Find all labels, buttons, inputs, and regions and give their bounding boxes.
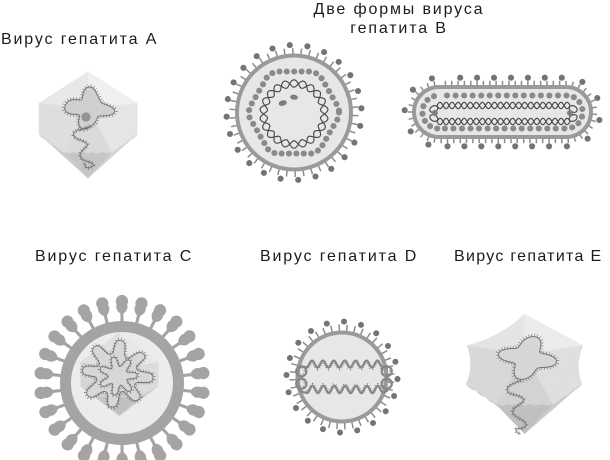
svg-text:Вирус гепатита С: Вирус гепатита С [35,248,193,265]
svg-text:Вирус гепатита D: Вирус гепатита D [260,248,418,265]
svg-text:гепатита В: гепатита В [350,20,448,37]
svg-text:Вирус гепатита А: Вирус гепатита А [1,31,158,48]
svg-text:Вирус гепатита Е: Вирус гепатита Е [454,248,602,265]
svg-text:Две формы вируса: Две формы вируса [314,1,485,18]
